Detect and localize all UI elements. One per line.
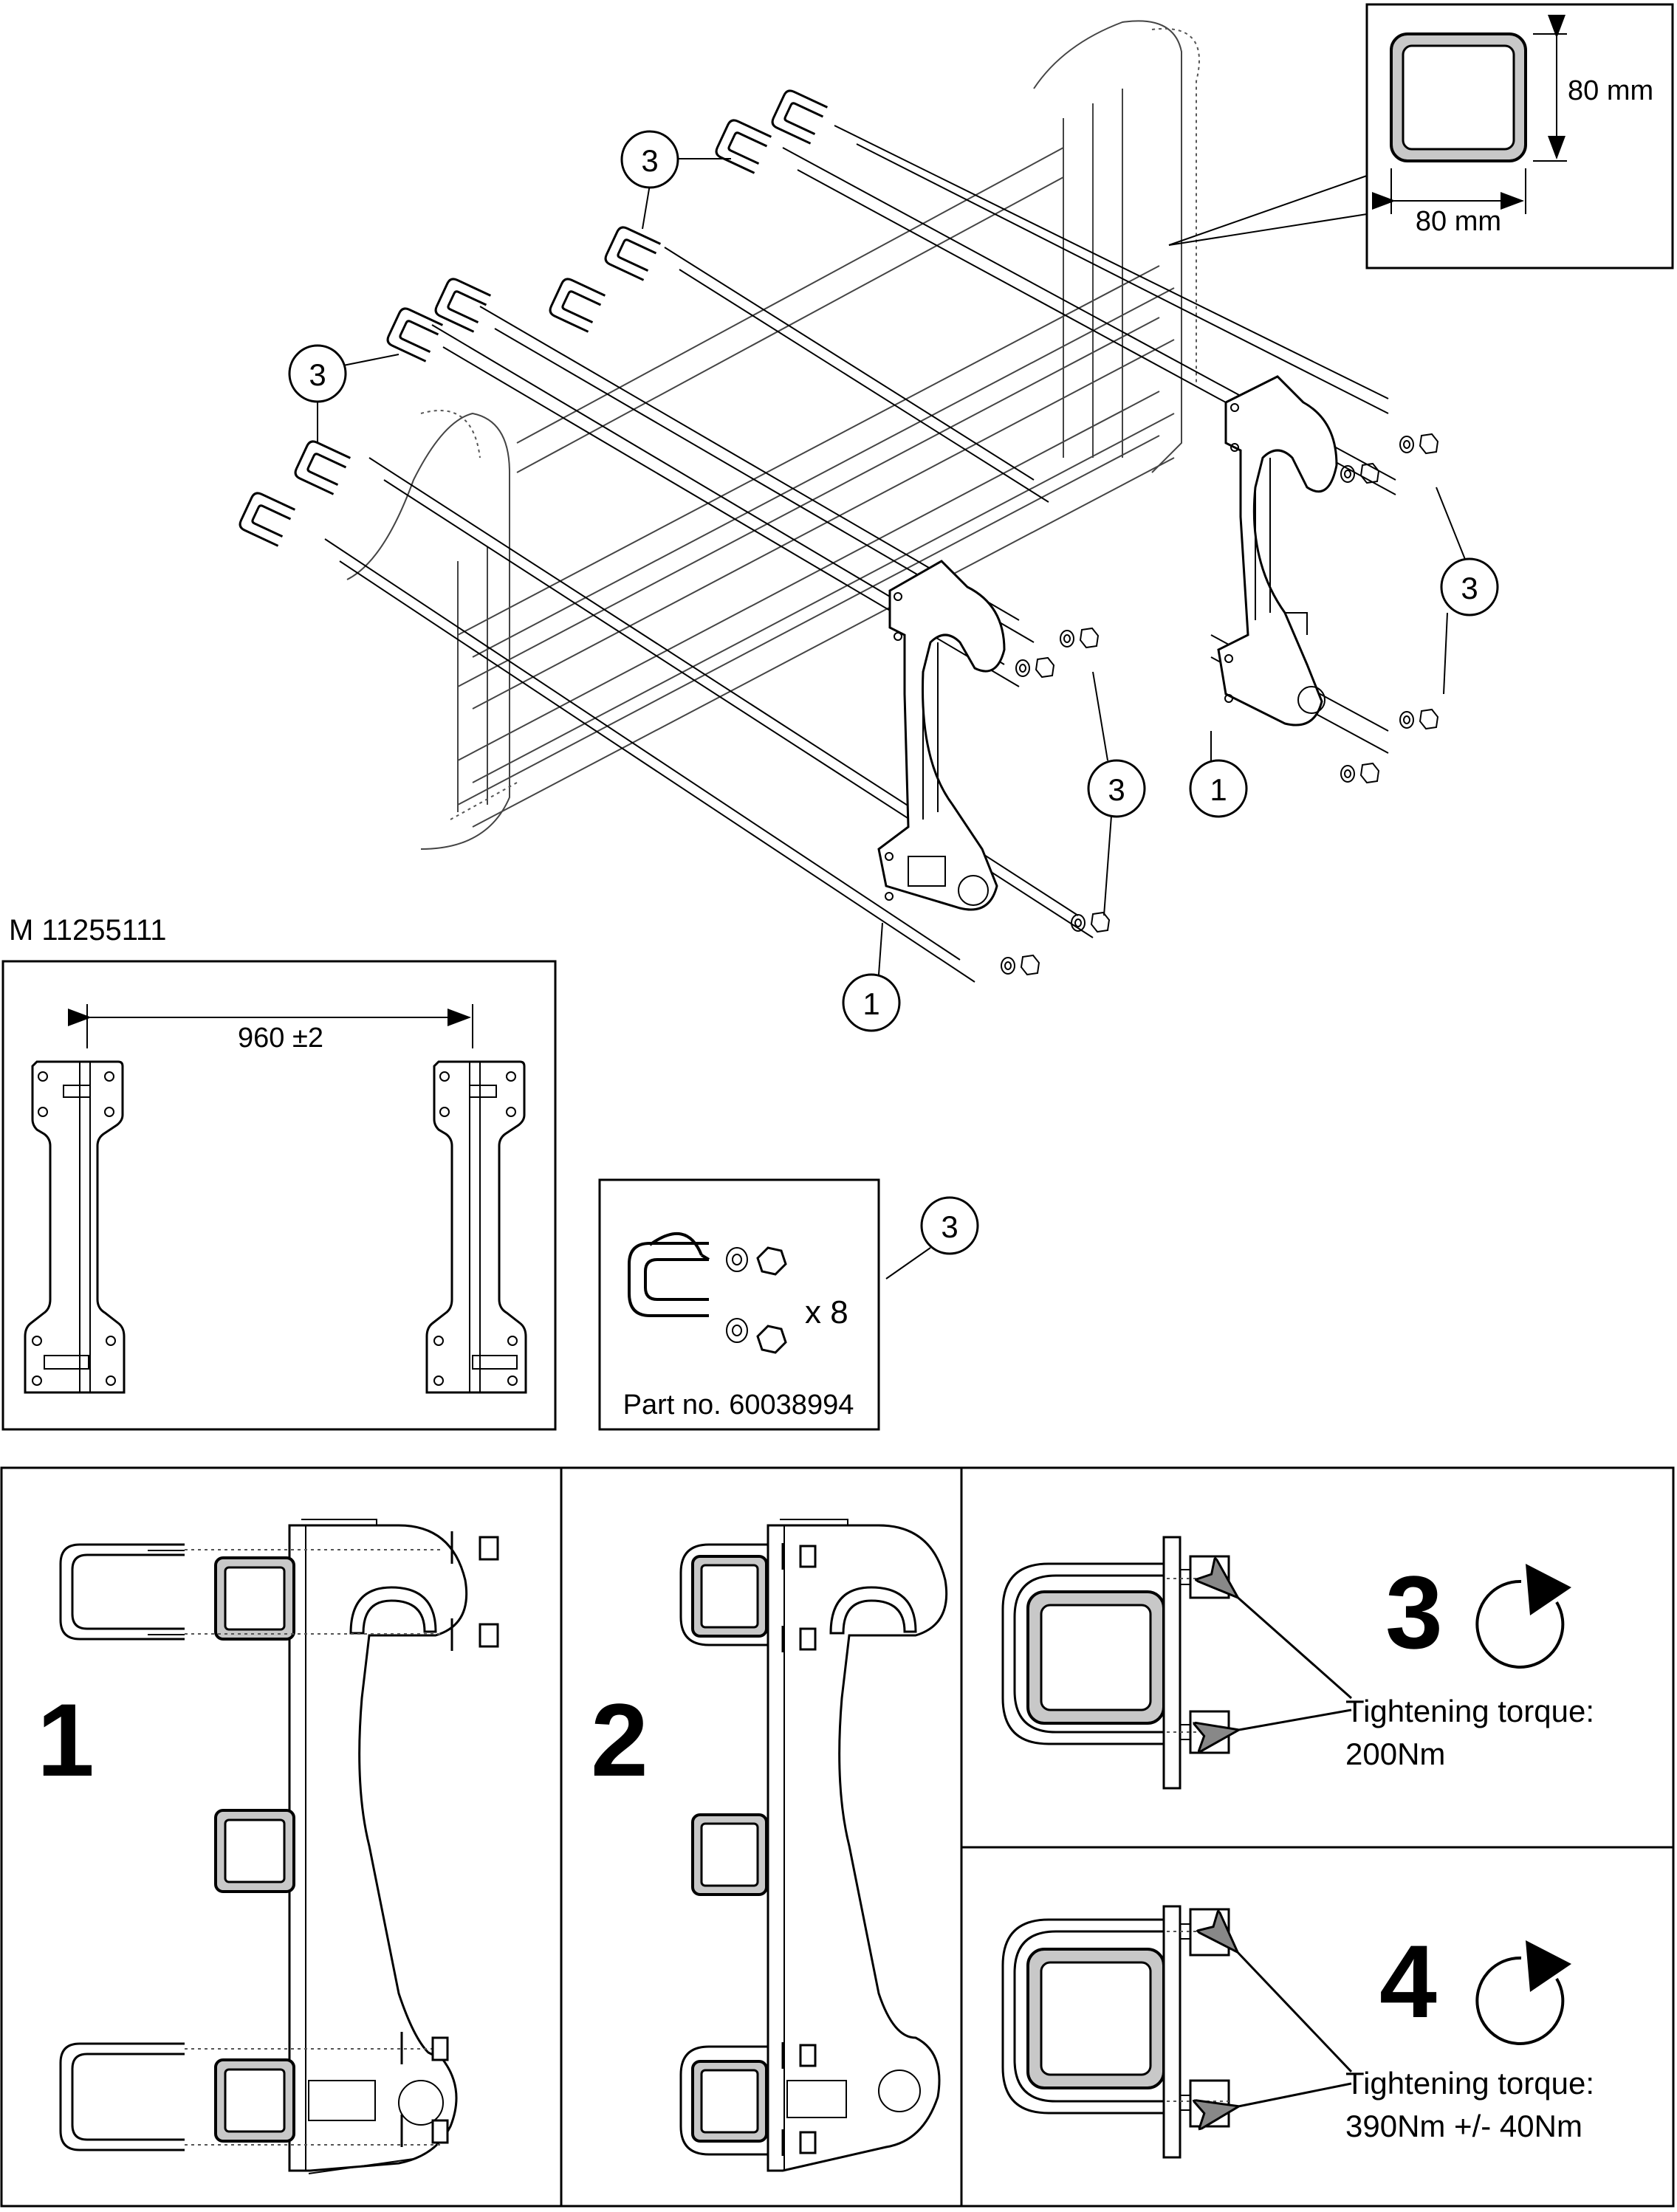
- step-3-panel: 3 Tightening torque: 200Nm: [1001, 1536, 1594, 1790]
- callout-3-kit: 3: [941, 1209, 958, 1244]
- step-1-number: 1: [37, 1682, 95, 1798]
- callouts-item-3: 3 3 3 3: [288, 130, 1499, 916]
- kit-quantity: x 8: [805, 1294, 848, 1330]
- spacing-bracket-right: [425, 1060, 527, 1394]
- bracket-right: [1217, 375, 1338, 727]
- clockwise-rotation-icon-2: [1475, 1956, 1565, 2045]
- step-panels: [0, 1466, 1675, 2208]
- drawing-code: M 11255111: [9, 914, 167, 947]
- exploded-view: 3 3 3 3 1 1: [236, 20, 1499, 1032]
- kit-inset: x 8 Part no. 60038994 3: [598, 1178, 979, 1431]
- frame-tubes: [457, 147, 1175, 828]
- step-2-number: 2: [591, 1682, 648, 1798]
- spacing-dimension: 960 ±2: [238, 1023, 323, 1054]
- step-3-label-line1: Tightening torque:: [1345, 1694, 1594, 1728]
- spacing-bracket-left: [24, 1060, 126, 1394]
- kit-part-number: Part no. 60038994: [623, 1390, 854, 1421]
- callout-3-a: 3: [641, 143, 658, 178]
- ubolt-guide-lines: [324, 125, 1396, 983]
- step-4-panel: 4 Tightening torque: 390Nm +/- 40Nm: [1001, 1905, 1594, 2159]
- callout-3-d: 3: [1108, 772, 1125, 807]
- tube-section-inset: 80 mm 80 mm: [1168, 3, 1674, 269]
- step-4-label-line1: Tightening torque:: [1345, 2066, 1594, 2101]
- tube-width-label: 80 mm: [1416, 206, 1501, 237]
- nut-sets: [1001, 433, 1438, 975]
- callout-3-b: 3: [309, 357, 326, 392]
- bracket-left: [877, 560, 1006, 911]
- loader-frame-ghost: [346, 20, 1200, 850]
- spacing-inset: 960 ±2: [1, 960, 557, 1431]
- ubolt-row: [236, 87, 829, 547]
- step-1-panel: 1: [37, 1519, 499, 2174]
- rotation-arrow-head: [1526, 1564, 1571, 1615]
- callouts-item-1: 1 1: [842, 731, 1248, 1032]
- step-3-label-line2: 200Nm: [1345, 1737, 1445, 1771]
- callout-1-b: 1: [862, 986, 879, 1021]
- clockwise-rotation-icon: [1475, 1579, 1565, 1669]
- callout-3-c: 3: [1461, 571, 1478, 605]
- step-2-panel: 2: [591, 1519, 948, 2172]
- step-4-label-line2: 390Nm +/- 40Nm: [1345, 2109, 1582, 2143]
- tube-height-label: 80 mm: [1568, 75, 1653, 106]
- step-3-number: 3: [1385, 1554, 1443, 1670]
- callout-1-a: 1: [1210, 772, 1227, 807]
- rotation-arrow-head-2: [1526, 1940, 1571, 1992]
- step-4-number: 4: [1379, 1923, 1437, 2039]
